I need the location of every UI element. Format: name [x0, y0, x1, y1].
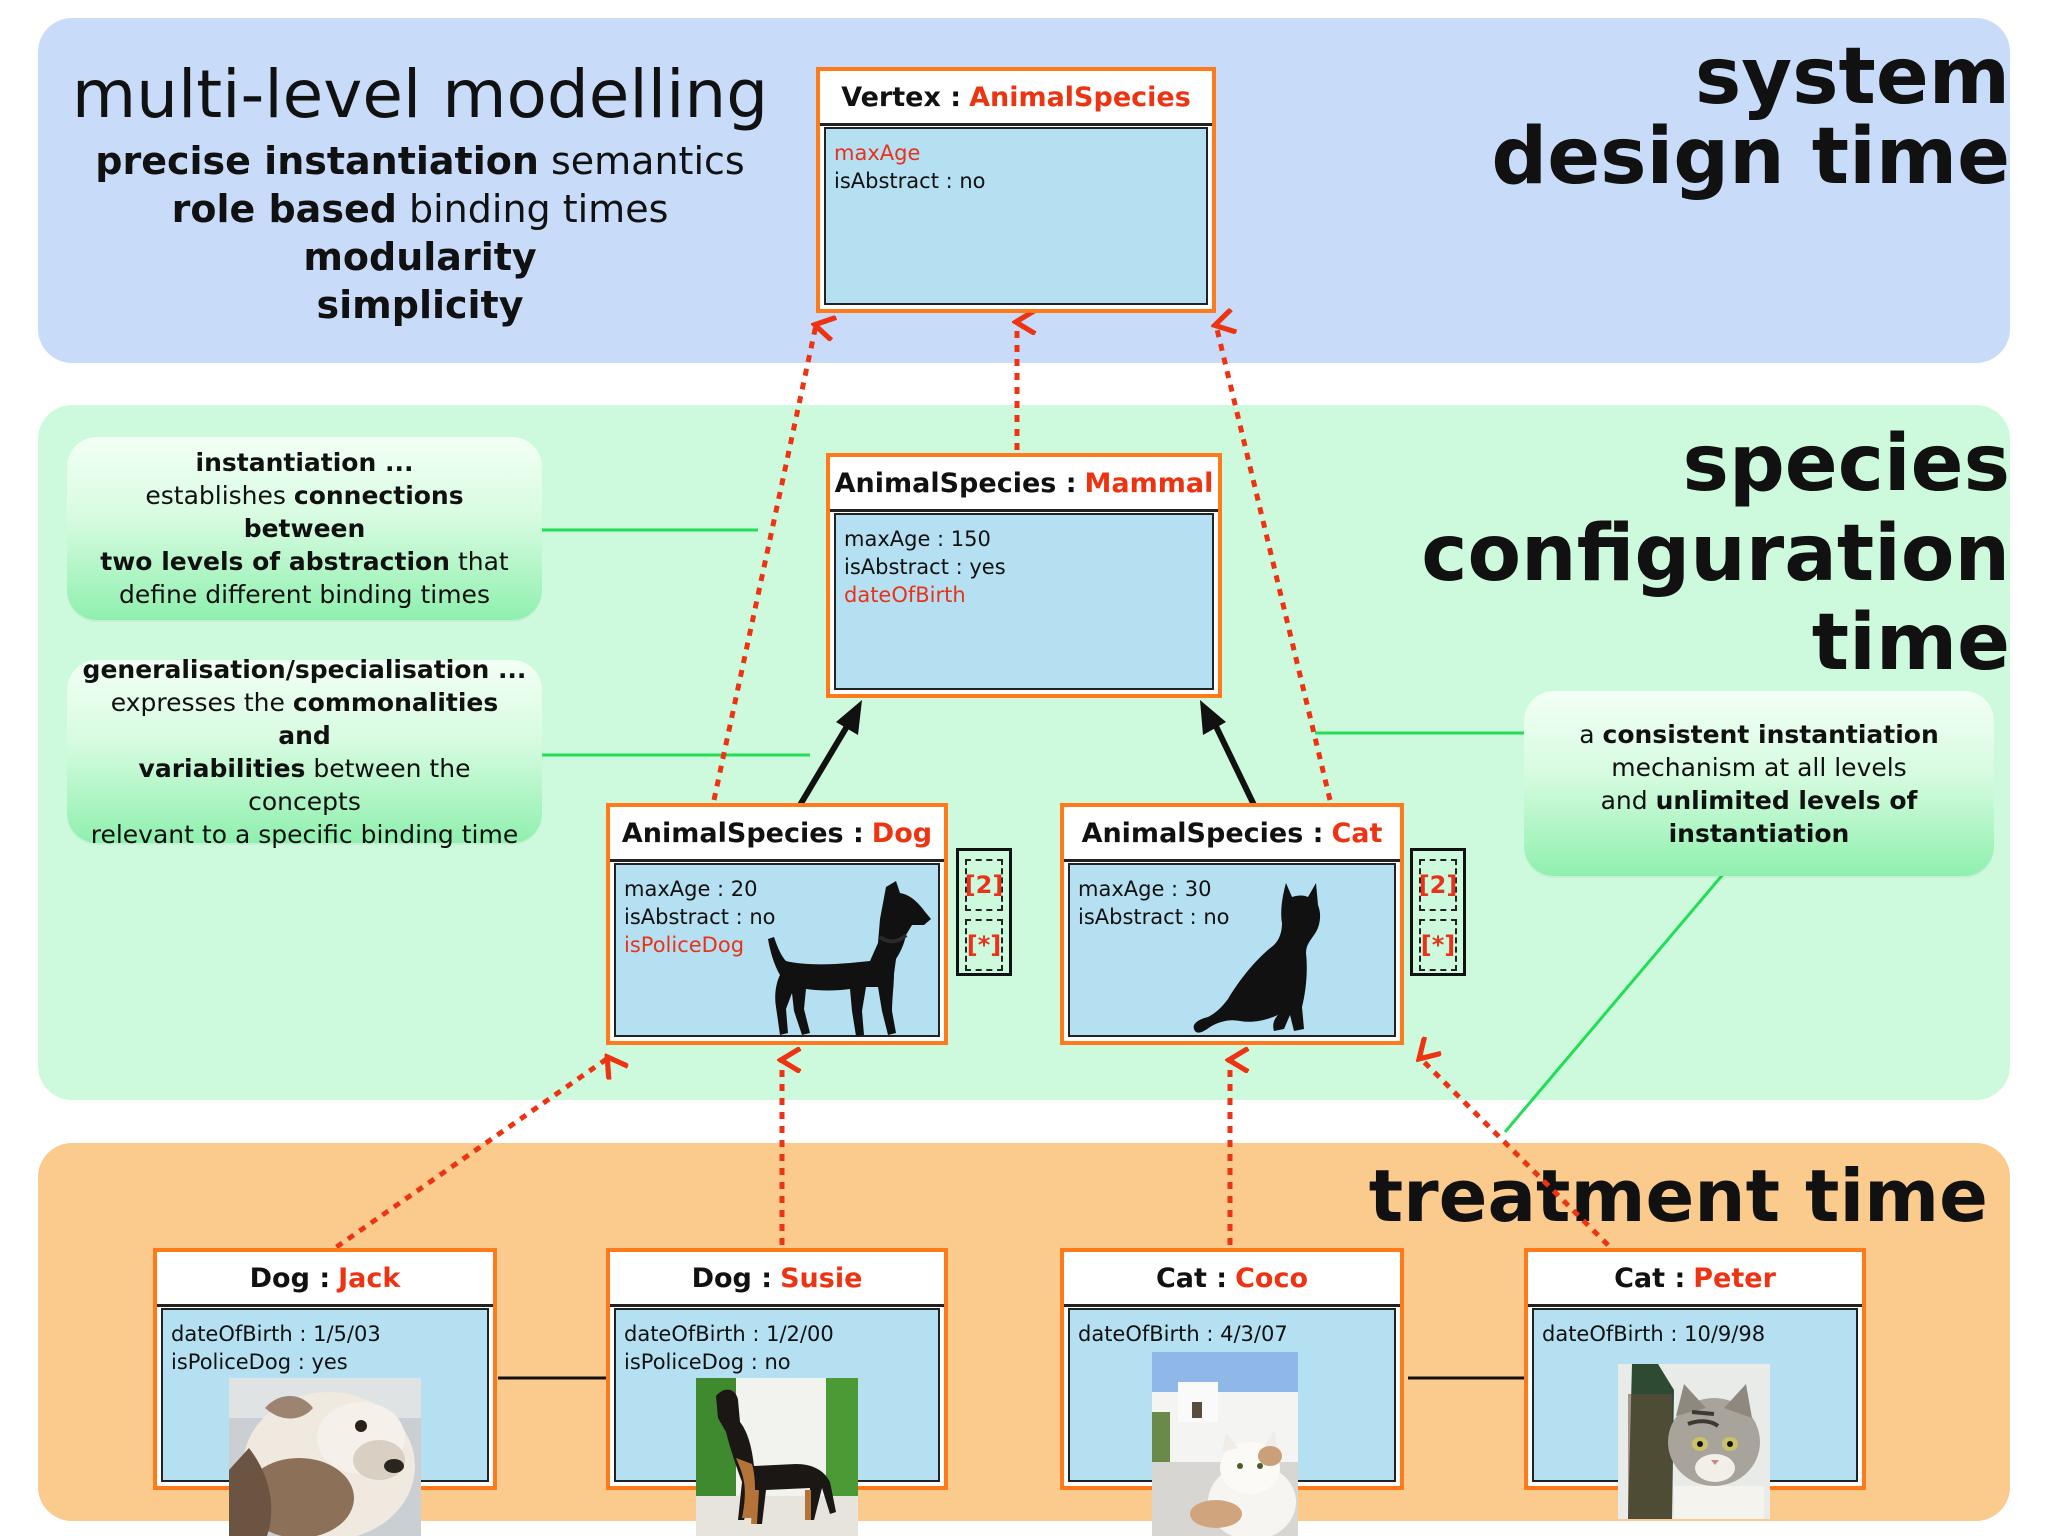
- saluki-photo-icon: [696, 1378, 858, 1536]
- peter-photo: [1618, 1364, 1770, 1519]
- box-header: Cat :Coco: [1064, 1252, 1400, 1307]
- dog-silhouette-icon: [768, 881, 931, 1036]
- feature-line: modularity: [303, 235, 537, 280]
- features-panel: multi-level modelling precise instantiat…: [70, 60, 770, 329]
- attribute: maxAge : 20: [624, 877, 758, 901]
- instantiation-arrow: [1420, 1058, 1620, 1257]
- attribute: isAbstract : yes: [844, 555, 1006, 579]
- multiplicity-many: [*]: [1419, 919, 1457, 971]
- attribute: maxAge : 30: [1078, 877, 1212, 901]
- generalisation-note: generalisation/specialisation ... expres…: [67, 655, 542, 849]
- box-header: Cat :Peter: [1528, 1252, 1862, 1307]
- dog-multiplicity-box: [2] [*]: [956, 848, 1012, 976]
- attribute: maxAge : 150: [844, 527, 991, 551]
- multiplicity-two: [2]: [965, 859, 1003, 911]
- feature-line: simplicity: [316, 283, 524, 328]
- attribute: dateOfBirth : 1/2/00: [624, 1322, 834, 1346]
- species-configuration-time-label: species configuration time: [1421, 419, 2010, 689]
- box-attributes: maxAge : 30 isAbstract : no: [1068, 863, 1396, 1037]
- box-header: AnimalSpecies :Dog: [610, 807, 944, 862]
- system-design-time-label: system design time: [1491, 32, 2010, 202]
- multiplicity-many: [*]: [965, 919, 1003, 971]
- box-attributes: maxAge : 20 isAbstract : no isPoliceDog: [614, 863, 940, 1037]
- cat-multiplicity-box: [2] [*]: [1410, 848, 1466, 976]
- instantiation-note: instantiation ... establishes connection…: [67, 437, 542, 620]
- attribute: isAbstract : no: [624, 905, 776, 929]
- coco-photo: [1152, 1352, 1298, 1536]
- box-header: Dog :Susie: [610, 1252, 944, 1307]
- instantiation-arrow: [323, 1058, 608, 1258]
- generalisation-arrow: [797, 716, 855, 807]
- instantiation-arrow: [711, 325, 816, 801]
- attribute: dateOfBirth: [844, 583, 966, 607]
- attribute: dateOfBirth : 1/5/03: [171, 1322, 381, 1346]
- attribute: isAbstract : no: [834, 169, 986, 193]
- attribute: isPoliceDog : no: [624, 1350, 791, 1374]
- attribute: maxAge: [834, 141, 921, 165]
- vertex-animalspecies-box: Vertex :AnimalSpecies maxAge isAbstract …: [816, 67, 1216, 313]
- susie-photo: [696, 1378, 858, 1536]
- jack-photo: [229, 1378, 421, 1536]
- attribute: isPoliceDog : yes: [171, 1350, 348, 1374]
- animalspecies-cat-box: AnimalSpecies :Cat maxAge : 30 isAbstrac…: [1060, 803, 1404, 1045]
- animalspecies-dog-box: AnimalSpecies :Dog maxAge : 20 isAbstrac…: [606, 803, 948, 1045]
- box-attributes: maxAge isAbstract : no: [824, 127, 1208, 305]
- box-header: Vertex :AnimalSpecies: [820, 71, 1212, 126]
- attribute: dateOfBirth : 10/9/98: [1542, 1322, 1766, 1346]
- instantiation-arrow: [1216, 325, 1333, 801]
- feature-line: role based binding times: [171, 187, 669, 232]
- box-header: AnimalSpecies :Mammal: [830, 457, 1218, 512]
- tabby-cat-photo-icon: [1618, 1364, 1770, 1519]
- attribute: isAbstract : no: [1078, 905, 1230, 929]
- feature-line: precise instantiation semantics: [95, 139, 745, 184]
- generalisation-arrowhead: [1200, 700, 1226, 735]
- treatment-time-label: treatment time: [1368, 1154, 1988, 1238]
- features-title: multi-level modelling: [71, 56, 769, 133]
- box-header: Dog :Jack: [157, 1252, 493, 1307]
- white-cat-photo-icon: [1152, 1352, 1298, 1536]
- annotation-line: [1503, 865, 1732, 1133]
- multiplicity-two: [2]: [1419, 859, 1457, 911]
- bulldog-photo-icon: [229, 1378, 421, 1536]
- generalisation-arrow: [1209, 716, 1257, 807]
- attribute: dateOfBirth : 4/3/07: [1078, 1322, 1288, 1346]
- animalspecies-mammal-box: AnimalSpecies :Mammal maxAge : 150 isAbs…: [826, 453, 1222, 698]
- box-attributes: maxAge : 150 isAbstract : yes dateOfBirt…: [834, 513, 1214, 690]
- cat-silhouette-icon: [1193, 883, 1321, 1033]
- attribute: isPoliceDog: [624, 933, 745, 957]
- generalisation-arrowhead: [836, 700, 862, 735]
- box-header: AnimalSpecies :Cat: [1064, 807, 1400, 862]
- consistent-instantiation-note: a consistent instantiation mechanism at …: [1524, 691, 1994, 876]
